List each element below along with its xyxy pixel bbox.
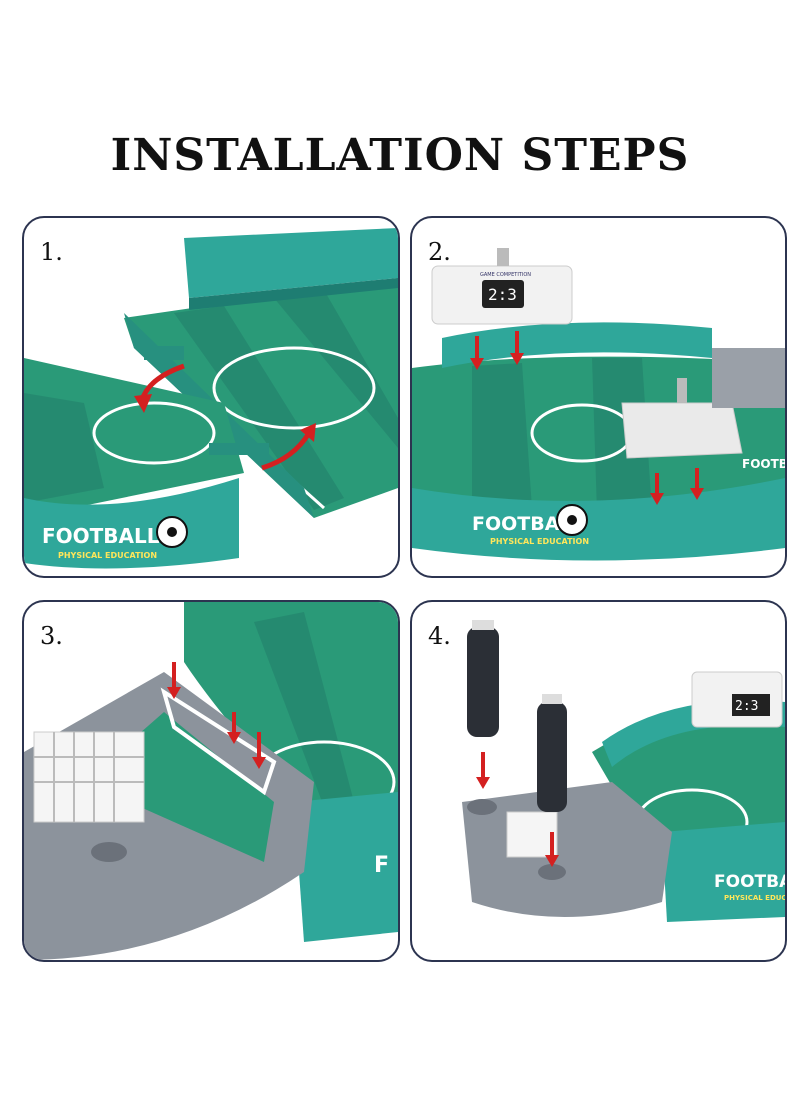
brand-label-4: FOOTBA bbox=[714, 872, 785, 892]
step-3-illustration: F bbox=[24, 602, 398, 960]
step-4-illustration: 2:3 FOOTBA PHYSICAL EDUCA bbox=[462, 620, 785, 922]
step-4-number: 4. bbox=[428, 622, 451, 650]
brand-label-2b: FOOTBA bbox=[742, 457, 785, 471]
step-1-number: 1. bbox=[40, 238, 63, 266]
step-1-panel: 1. FOOTBALL PHYSICAL EDUCATION bbox=[22, 216, 400, 578]
brand-label: FOOTBALL bbox=[42, 524, 160, 548]
step-3-number: 3. bbox=[40, 622, 63, 650]
scoreboard-caption: GAME COMPETITION bbox=[480, 272, 531, 278]
step-2-illustration: FOOTBALL PHYSICAL EDUCATION 2:3 GAME COM… bbox=[412, 248, 785, 561]
scoreboard-score: 2:3 bbox=[488, 285, 517, 304]
brand-subtitle-2: PHYSICAL EDUCATION bbox=[490, 537, 589, 546]
step-3-panel: 3. F bbox=[22, 600, 400, 962]
brand-label-2: FOOTBALL bbox=[472, 513, 584, 535]
brand-label-3: F bbox=[374, 853, 389, 878]
step-2-number: 2. bbox=[428, 238, 451, 266]
step-1-illustration: FOOTBALL PHYSICAL EDUCATION bbox=[24, 228, 398, 569]
brand-subtitle-4: PHYSICAL EDUCA bbox=[724, 894, 785, 902]
brand-subtitle: PHYSICAL EDUCATION bbox=[58, 551, 157, 560]
page-title: INSTALLATION STEPS bbox=[110, 130, 690, 181]
step-2-panel: 2. FOOTBALL PHYSICAL EDUCATION 2:3 GAME … bbox=[410, 216, 787, 578]
step-4-panel: 4. 2:3 FOOTBA PHYSICAL EDUCA bbox=[410, 600, 787, 962]
scoreboard-score-4: 2:3 bbox=[735, 699, 758, 714]
